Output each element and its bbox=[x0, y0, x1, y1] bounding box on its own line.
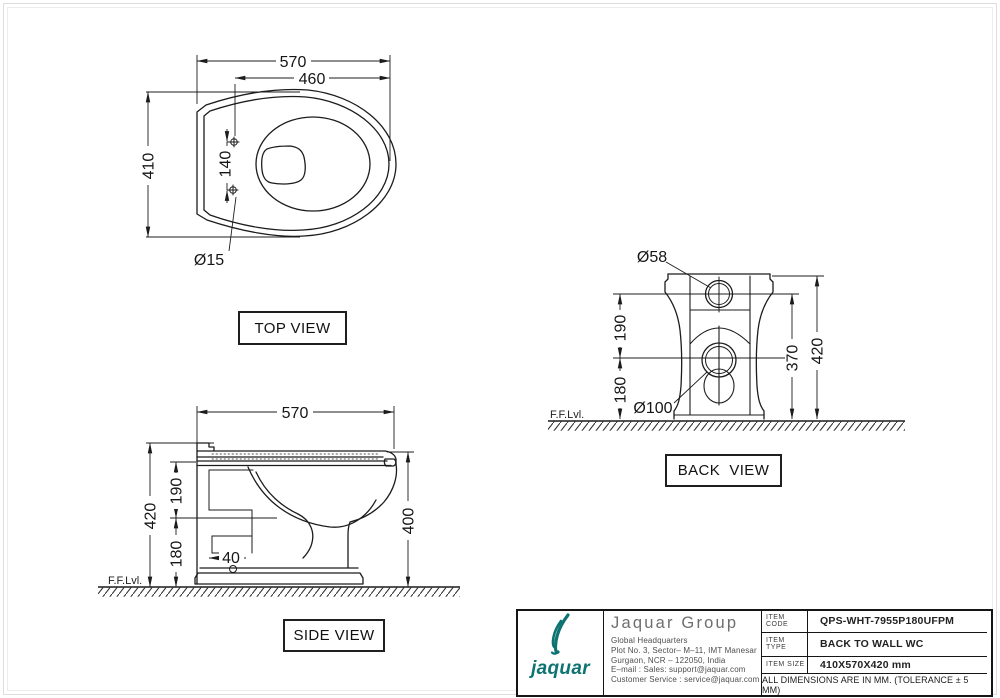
logo-cell: jaquar bbox=[518, 611, 604, 695]
page-border bbox=[3, 3, 997, 695]
item-type-row: ITEM TYPE BACK TO WALL WC bbox=[762, 632, 987, 657]
item-size-label: ITEM SIZE bbox=[762, 656, 808, 673]
side-view-dimensions bbox=[143, 404, 415, 588]
top-view-drawing bbox=[196, 88, 397, 237]
dim-side-offset: 40 bbox=[222, 550, 240, 567]
dim-side-rim-height: 400 bbox=[401, 508, 418, 535]
dim-top-hinge-spacing: 140 bbox=[218, 151, 235, 178]
trap-curve bbox=[255, 471, 314, 559]
dim-back-lower: 180 bbox=[613, 377, 630, 404]
side-view-dim-texts: 570 420 190 180 40 400 F.F.Lvl. bbox=[108, 405, 418, 587]
profile-left bbox=[664, 273, 683, 420]
side-view-drawing bbox=[194, 442, 398, 585]
item-type-label: ITEM TYPE bbox=[762, 632, 808, 656]
outlet-hole-outer bbox=[701, 342, 737, 378]
side-floor-label: F.F.Lvl. bbox=[108, 575, 142, 587]
jaquar-logo-icon bbox=[550, 613, 570, 655]
item-size-value: 410X570X420 mm bbox=[820, 658, 911, 671]
title-block: jaquar Jaquar Group Global Headquarters … bbox=[516, 609, 993, 697]
dim-side-upper: 190 bbox=[169, 478, 186, 505]
bowl-front bbox=[347, 463, 398, 569]
item-type-value: BACK TO WALL WC bbox=[820, 638, 924, 650]
water-spot bbox=[261, 145, 306, 185]
dim-back-total-height: 420 bbox=[810, 338, 827, 365]
dim-back-outlet: Ø100 bbox=[633, 400, 672, 417]
dim-side-width: 570 bbox=[282, 405, 309, 422]
item-code-row: ITEM CODE QPS-WHT-7955P180UFPM bbox=[762, 611, 987, 633]
item-size-row: ITEM SIZE 410X570X420 mm bbox=[762, 656, 987, 674]
address-line-1: Plot No. 3, Sector– M–11, IMT Manesar bbox=[611, 645, 757, 655]
dim-back-upper: 190 bbox=[613, 315, 630, 342]
back-floor-label: F.F.Lvl. bbox=[550, 409, 584, 421]
dim-top-hole: Ø15 bbox=[194, 252, 224, 269]
bowl-arcs bbox=[689, 327, 751, 345]
dim-top-width: 570 bbox=[280, 54, 307, 71]
dim-back-inner-height: 370 bbox=[785, 345, 802, 372]
side-view-label-box: SIDE VIEW bbox=[283, 619, 385, 652]
item-code-value: QPS-WHT-7955P180UFPM bbox=[820, 615, 955, 628]
top-view-label-box: TOP VIEW bbox=[238, 311, 347, 345]
dim-back-inlet: Ø58 bbox=[637, 249, 667, 266]
outline-seat bbox=[203, 95, 390, 232]
company-name: Jaquar Group bbox=[611, 614, 739, 632]
back-view-floor bbox=[548, 420, 905, 431]
lid-top bbox=[196, 450, 397, 465]
back-view-dim-texts: Ø58 190 180 370 420 Ø100 F.F.Lvl. bbox=[550, 249, 827, 421]
outlet-hole-inner bbox=[705, 346, 733, 374]
plinth bbox=[194, 572, 364, 585]
hq-line: Global Headquarters bbox=[611, 636, 688, 645]
outline-outer bbox=[196, 88, 397, 237]
bowl-inner bbox=[247, 466, 377, 528]
item-info-table: ITEM CODE QPS-WHT-7955P180UFPM ITEM TYPE… bbox=[762, 611, 987, 695]
hinge bbox=[196, 442, 215, 452]
back-view-drawing bbox=[664, 273, 774, 420]
hidden-box bbox=[208, 469, 254, 554]
side-view-label: SIDE VIEW bbox=[293, 627, 375, 644]
email-line: E–mail : Sales: support@jaquar.com bbox=[611, 665, 746, 675]
back-view-label-box: BACK VIEW bbox=[665, 454, 782, 487]
top-view-dimensions bbox=[141, 53, 391, 252]
address-line-2: Gurgaon, NCR – 122050, India bbox=[611, 655, 726, 665]
tolerance-row: ALL DIMENSIONS ARE IN MM. (TOLERANCE ± 5… bbox=[762, 674, 987, 695]
top-view-label: TOP VIEW bbox=[254, 319, 331, 337]
dim-side-lower: 180 bbox=[169, 541, 186, 568]
jaquar-wordmark: jaquar bbox=[531, 658, 590, 679]
company-address: Global Headquarters Plot No. 3, Sector– … bbox=[611, 636, 761, 685]
company-cell: Jaquar Group Global Headquarters Plot No… bbox=[604, 611, 762, 695]
item-code-label: ITEM CODE bbox=[762, 611, 808, 632]
tolerance-note: ALL DIMENSIONS ARE IN MM. (TOLERANCE ± 5… bbox=[762, 674, 969, 695]
back-view-dimensions bbox=[613, 261, 824, 420]
top-view-dim-texts: 570 460 410 140 Ø15 bbox=[141, 54, 326, 269]
bowl bbox=[255, 116, 371, 212]
back-view-label: BACK VIEW bbox=[677, 462, 770, 479]
side-view-floor bbox=[98, 586, 460, 597]
dim-top-seat-depth: 460 bbox=[299, 71, 326, 88]
dim-side-total-height: 420 bbox=[143, 503, 160, 530]
service-line: Customer Service : service@jaquar.com bbox=[611, 675, 760, 685]
trap-oval bbox=[703, 368, 735, 404]
dim-top-depth: 410 bbox=[141, 153, 158, 180]
profile-right bbox=[755, 273, 774, 420]
